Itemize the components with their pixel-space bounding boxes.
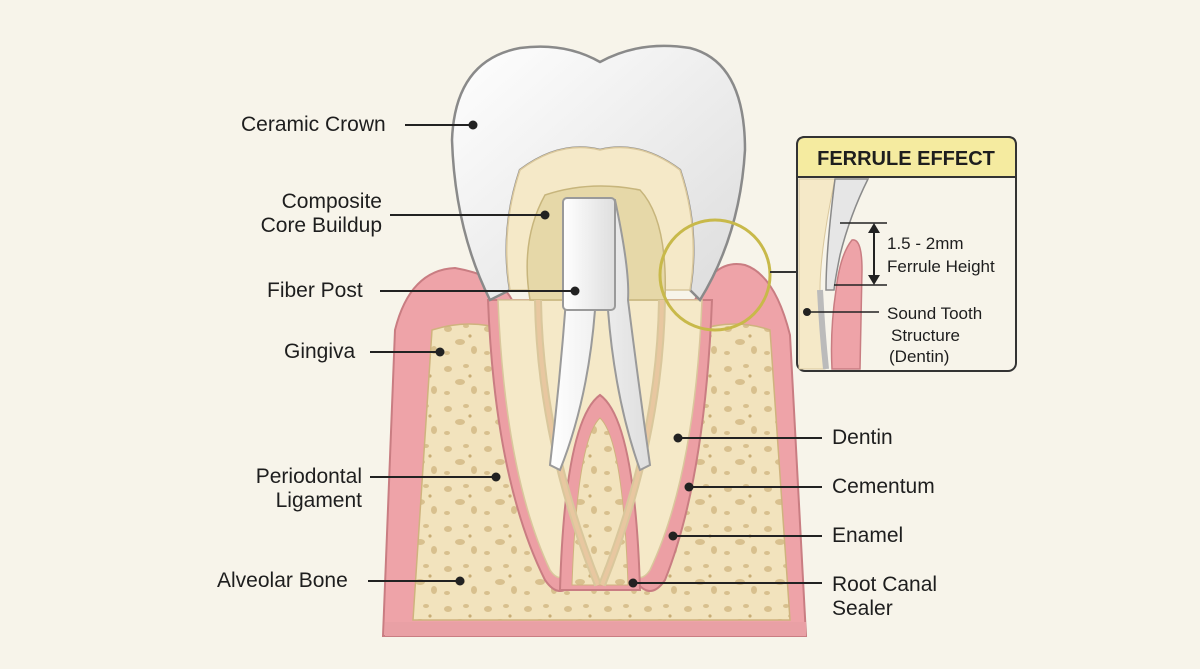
- fiber-post-head: [562, 197, 616, 311]
- right-leader-lines: [633, 437, 822, 584]
- label-fiber-post: Fiber Post: [267, 279, 363, 302]
- label-root-canal-line1: Root Canal: [832, 573, 938, 596]
- base-strip: [385, 622, 806, 636]
- label-dentin: Dentin: [832, 426, 893, 449]
- label-gingiva: Gingiva: [284, 340, 356, 363]
- label-root-canal-line2: Sealer: [832, 597, 893, 620]
- inset-title: FERRULE EFFECT: [817, 148, 995, 170]
- ferrule-highlight-circle: [658, 218, 772, 332]
- left-leader-dots: [435, 120, 580, 586]
- left-leader-lines: [368, 124, 575, 582]
- label-periodontal-line1: Periodontal: [255, 465, 362, 488]
- label-periodontal-line2: Ligament: [275, 489, 362, 512]
- label-enamel: Enamel: [832, 524, 904, 547]
- sound-tooth-line3: (Dentin): [889, 347, 949, 366]
- ferrule-inset: FERRULE EFFECT 1.5 - 2mm Ferrule Height …: [796, 136, 1017, 372]
- label-composite-core-line1: Composite: [281, 190, 382, 213]
- label-composite-core-line2: Core Buildup: [260, 214, 382, 237]
- label-cementum: Cementum: [832, 475, 935, 498]
- label-alveolar-bone: Alveolar Bone: [217, 569, 348, 592]
- right-leader-dots: [628, 433, 694, 588]
- label-ceramic-crown: Ceramic Crown: [241, 113, 386, 136]
- sound-tooth-line1: Sound Tooth: [887, 304, 982, 323]
- ferrule-height-value: 1.5 - 2mm: [887, 234, 964, 253]
- sound-tooth-line2: Structure: [891, 326, 960, 345]
- ferrule-height-label: Ferrule Height: [887, 257, 995, 276]
